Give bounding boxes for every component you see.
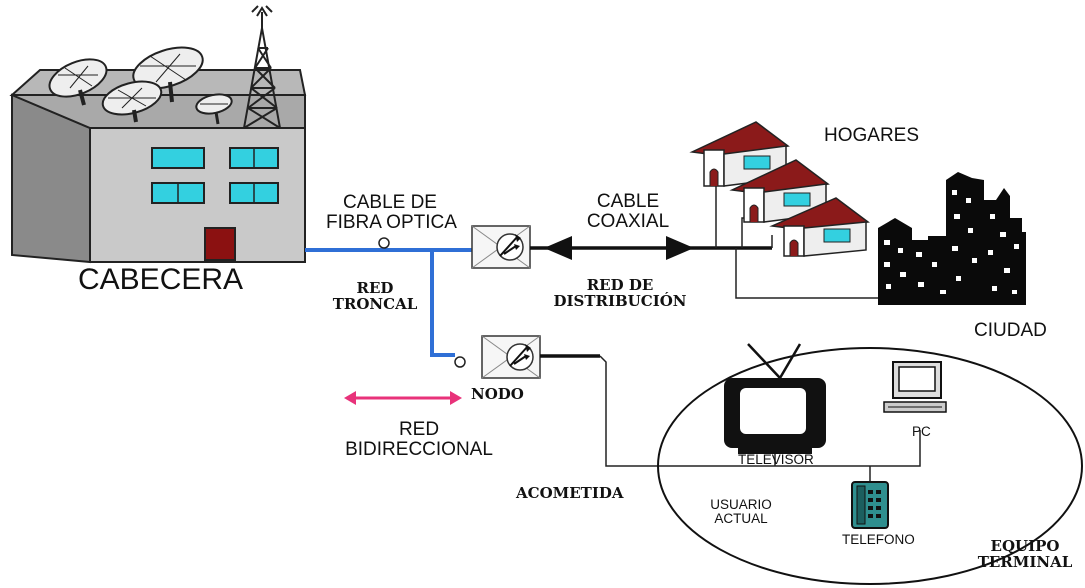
fiber-splice-marker [454, 356, 466, 368]
satellite-dish-icon [195, 93, 233, 125]
node-upper [471, 225, 531, 269]
coaxial-distribution-line [530, 181, 880, 299]
label-cable-fibra-line2: FIBRA OPTICA [326, 211, 457, 233]
label-cable-fibra-line1: CABLE DE [343, 192, 437, 213]
television-icon [724, 343, 826, 454]
city-skyline-icon [878, 172, 1026, 305]
label-red-bidireccional-line1: RED [398, 419, 440, 440]
headend-window [151, 147, 205, 169]
label-equipo-terminal: EQUIPO TERMINAL [972, 537, 1078, 571]
label-cable-coaxial-line1: CABLE [596, 191, 660, 212]
satellite-dish-icon [132, 46, 204, 103]
satellite-dish-icon [48, 58, 108, 106]
label-equipo-terminal-line1: EQUIPO [990, 537, 1060, 555]
label-red-distribucion-line2: DISTRIBUCIÓN [553, 291, 687, 310]
label-red-distribucion: RED DE DISTRIBUCIÓN [540, 276, 700, 310]
label-red-troncal-line2: TRONCAL [332, 294, 418, 313]
headend-building [9, 5, 307, 264]
label-telefono: TELEFONO [842, 532, 915, 547]
label-usuario-actual: USUARIO ACTUAL [700, 497, 782, 527]
arrow-right-icon [666, 236, 694, 260]
label-cable-fibra: CABLE DE FIBRA OPTICA [326, 192, 457, 233]
label-red-distribucion-line1: RED DE [586, 276, 654, 294]
label-red-troncal-line1: RED [356, 279, 394, 297]
fiber-optic-trunk [305, 237, 472, 368]
label-nodo: NODO [471, 385, 524, 403]
label-red-bidireccional-line2: BIDIRECCIONAL [345, 438, 493, 460]
terminal-equipment-boundary [657, 347, 1083, 585]
label-equipo-terminal-line2: TERMINAL [977, 552, 1073, 571]
bidirectional-arrow-icon [344, 391, 462, 405]
label-televisor: TELEVISOR [738, 452, 814, 467]
label-cable-coaxial-line2: COAXIAL [586, 210, 670, 232]
arrow-left-icon [544, 236, 572, 260]
label-hogares: HOGARES [824, 125, 920, 146]
label-usuario-actual-line2: ACTUAL [714, 511, 768, 527]
label-red-bidireccional: RED BIDIRECCIONAL [326, 420, 512, 460]
telephone-icon [851, 481, 889, 529]
satellite-dish-icon [101, 80, 163, 123]
fiber-splice-marker [378, 237, 390, 249]
label-pc: PC [912, 424, 931, 439]
house-icon [769, 197, 870, 257]
antenna-tower-icon [243, 5, 281, 129]
label-acometida: ACOMETIDA [516, 484, 624, 502]
label-cable-coaxial: CABLE COAXIAL [580, 192, 676, 232]
label-ciudad: CIUDAD [974, 320, 1047, 341]
label-red-troncal: RED TRONCAL [330, 279, 420, 313]
pc-icon [883, 361, 947, 413]
label-usuario-actual-line1: USUARIO [710, 497, 772, 512]
node-lower [481, 335, 541, 379]
headend-door [204, 227, 236, 261]
label-cabecera: CABECERA [78, 263, 244, 296]
